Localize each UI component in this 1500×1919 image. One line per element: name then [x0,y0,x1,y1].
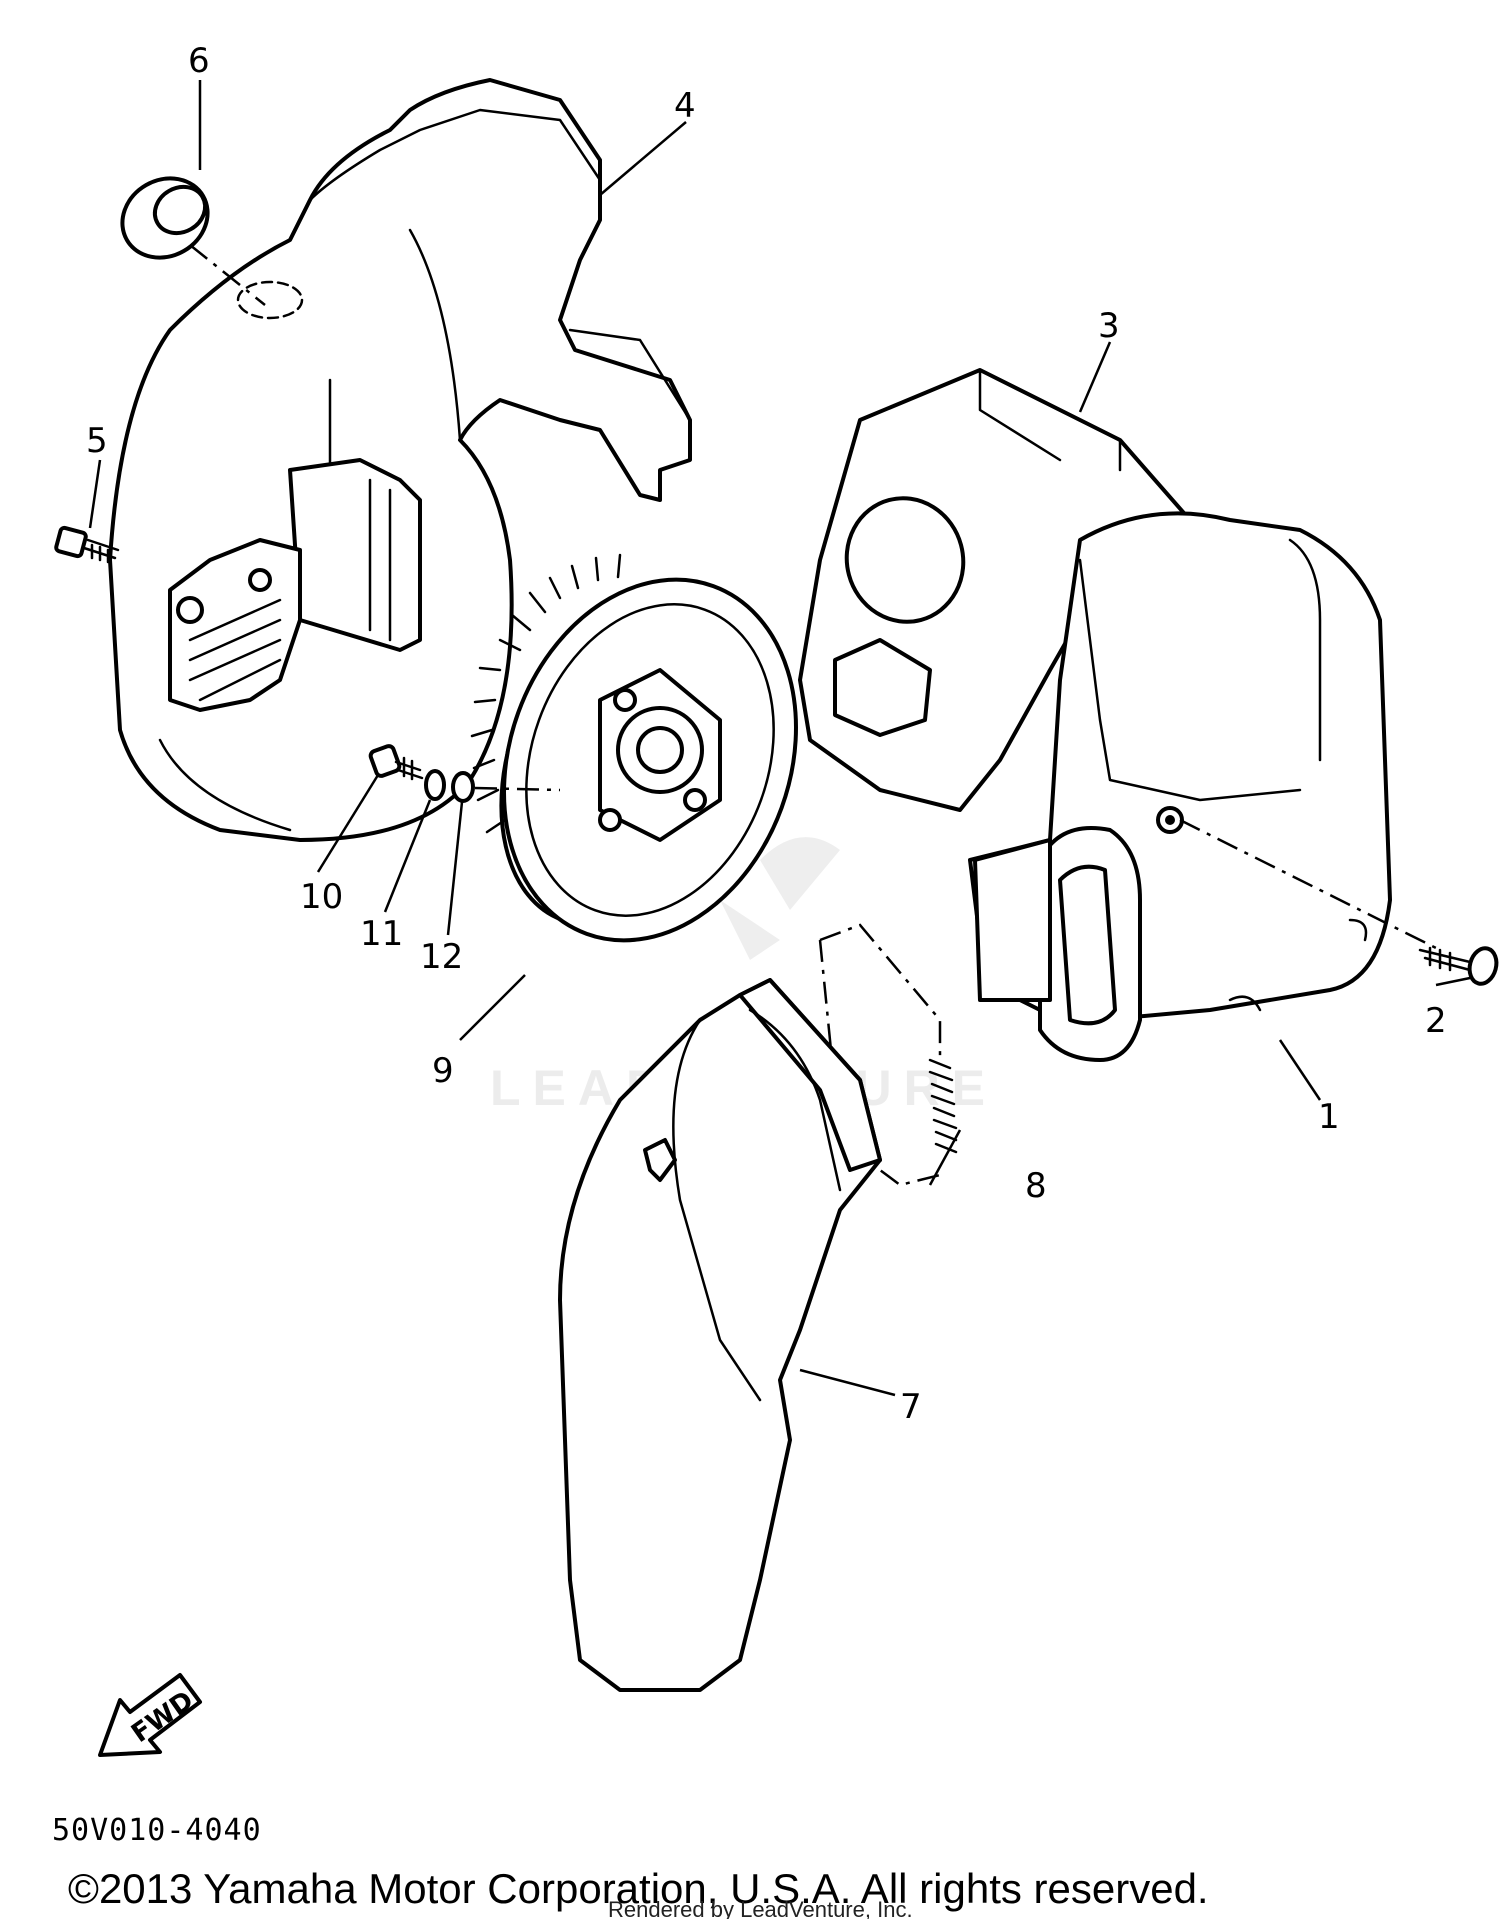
callout-7: 7 [900,1387,922,1427]
callout-8: 8 [1025,1166,1047,1206]
callout-12: 12 [420,937,463,977]
leader-lines [88,80,1471,1397]
part-12-washer [451,771,561,803]
callouts: 6 4 3 5 2 1 8 7 9 10 11 12 [86,41,1447,1427]
part-3-plate [798,368,1192,812]
part-1-duct-housing [968,511,1441,1062]
callout-11: 11 [360,914,403,954]
part-10-bolt [368,744,424,781]
rendered-by-text: Rendered by LeadVenture, Inc. [608,1897,913,1919]
callout-4: 4 [674,86,696,126]
callout-9: 9 [432,1051,454,1091]
part-2-bolt [1418,946,1499,986]
part-6-grommet [120,176,266,306]
part-5-bolt [54,525,120,564]
callout-3: 3 [1098,306,1120,346]
part-4-housing [108,78,692,842]
copyright-text: ©2013 Yamaha Motor Corporation, U.S.A. A… [68,1865,1209,1912]
callout-1: 1 [1318,1097,1340,1137]
part-9-fan [470,553,798,943]
part-8-spring [818,923,958,1187]
part-7-intake-duct [558,978,882,1692]
callout-5: 5 [86,421,108,461]
diagram-code: 50V010-4040 [52,1813,262,1848]
callout-2: 2 [1425,1001,1447,1041]
callout-10: 10 [300,877,343,917]
fwd-arrow-icon: FWD [98,1673,202,1757]
callout-6: 6 [188,41,210,81]
part-11-spring-washer [424,769,446,801]
